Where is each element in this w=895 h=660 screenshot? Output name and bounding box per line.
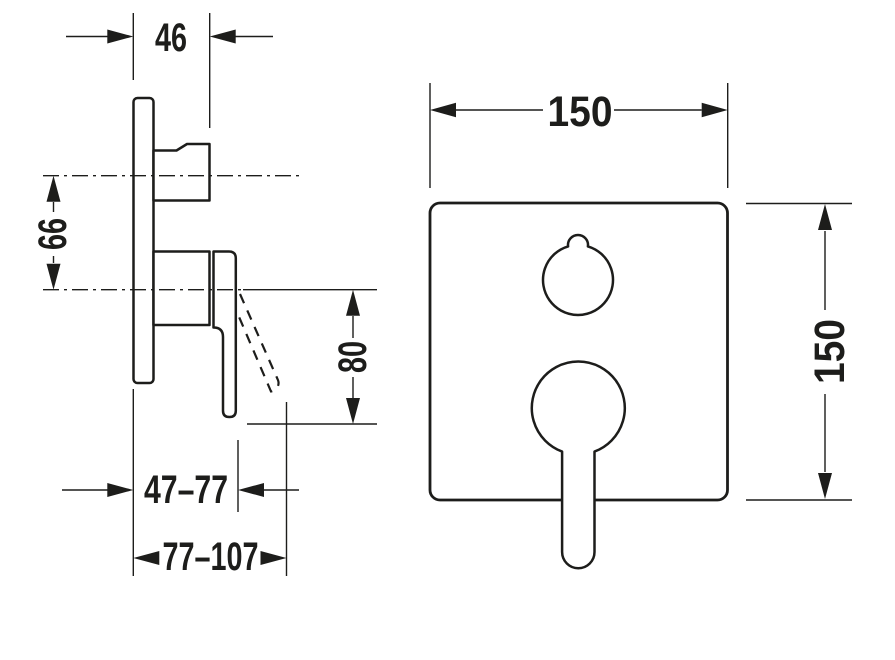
diverter-knob-front [541, 233, 615, 317]
dimension-install-depth-min: 47–77 [62, 389, 299, 576]
dimension-outlet-spacing: 66 [31, 175, 75, 290]
front-view: 150 150 [428, 83, 854, 570]
mixer-lever-front [530, 360, 627, 570]
lever-handle-side [212, 250, 238, 419]
dimension-lines-80 [243, 289, 377, 425]
lever-handle-dashed-position [235, 293, 280, 393]
diverter-knob-side [152, 142, 211, 202]
dimension-label-66: 66 [31, 218, 75, 250]
dimension-plate-width: 150 [429, 83, 729, 188]
side-view: 46 66 80 47–77 [31, 13, 377, 579]
cartridge-body-side [152, 250, 211, 327]
dimension-lines-150-height [746, 202, 852, 501]
dimension-label-47-77: 47–77 [144, 468, 228, 512]
dimension-plate-height: 150 [746, 202, 854, 501]
dimension-label-77-107: 77–107 [163, 535, 259, 579]
dimension-arrows-66 [46, 175, 61, 290]
dimension-lines-46 [66, 13, 273, 128]
dimension-lever-drop: 80 [243, 289, 377, 425]
dimension-arrows-46 [107, 29, 236, 44]
wall-plate-side [132, 96, 155, 385]
dimension-label-46: 46 [155, 16, 187, 60]
dimension-projection-depth: 46 [66, 13, 273, 128]
dimension-install-depth-max: 77–107 [133, 402, 288, 579]
dimension-lines-47-77 [62, 389, 299, 576]
dimension-label-150-width: 150 [548, 88, 613, 136]
dimension-label-80: 80 [331, 341, 375, 373]
dimension-lines-150-width [429, 83, 729, 188]
dimension-label-150-height: 150 [806, 319, 854, 384]
centerlines-side [43, 175, 300, 291]
